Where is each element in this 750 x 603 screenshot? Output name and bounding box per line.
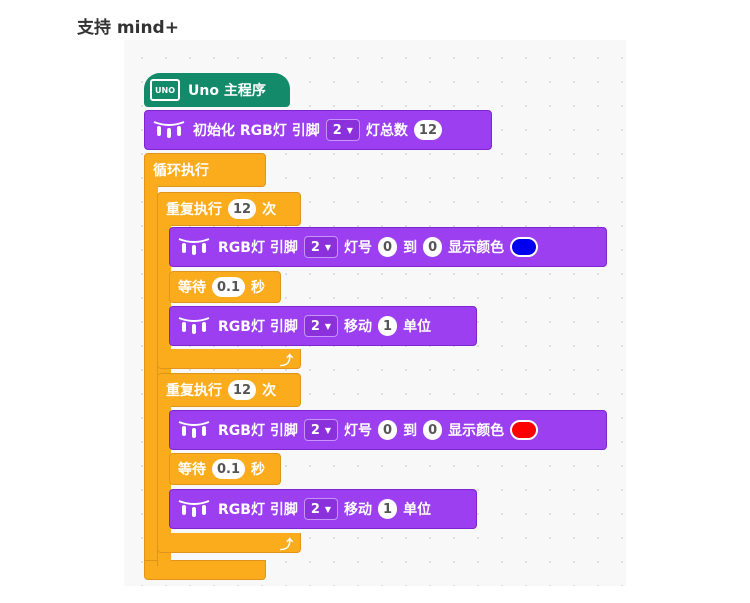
- chevron-down-icon: ▼: [324, 321, 332, 331]
- move-label: 移动: [344, 502, 373, 518]
- chevron-down-icon: ▼: [324, 425, 332, 435]
- color-picker-red[interactable]: [510, 420, 539, 440]
- init-label: 初始化 RGB灯 引脚: [193, 123, 320, 139]
- light-number-label: 灯号: [344, 240, 373, 256]
- units-label: 单位: [403, 319, 432, 335]
- pin-dropdown[interactable]: 2▼: [303, 419, 339, 441]
- from-input[interactable]: 0: [378, 420, 398, 440]
- rgb-init-block[interactable]: 初始化 RGB灯 引脚 2▼ 灯总数 12: [144, 110, 492, 150]
- rgb-pin-label: RGB灯 引脚: [218, 240, 298, 256]
- repeat-label: 重复执行: [166, 383, 222, 399]
- wait-block-1[interactable]: 等待 0.1 秒: [169, 271, 281, 303]
- repeat-times-input[interactable]: 12: [228, 380, 257, 400]
- color-picker-blue[interactable]: [510, 237, 539, 257]
- wait-label: 等待: [178, 462, 206, 478]
- light-count-input[interactable]: 12: [413, 120, 442, 140]
- page-title: 支持 mind+: [77, 18, 179, 38]
- units-input[interactable]: 1: [378, 499, 398, 519]
- rgb-pin-label: RGB灯 引脚: [218, 502, 298, 518]
- forever-loop-bottom: [144, 560, 266, 580]
- total-lights-label: 灯总数: [365, 123, 408, 139]
- forever-loop-arm: [144, 186, 158, 570]
- repeat-2-arm: [157, 406, 171, 566]
- seconds-label: 秒: [251, 462, 266, 478]
- to-label: 到: [403, 240, 418, 256]
- wait-label: 等待: [178, 280, 206, 296]
- chevron-down-icon: ▼: [346, 125, 353, 135]
- repeat-2-bottom: ⤴: [157, 533, 301, 553]
- wait-seconds-input[interactable]: 0.1: [212, 459, 246, 479]
- wait-seconds-input[interactable]: 0.1: [212, 277, 246, 297]
- pin-dropdown[interactable]: 2▼: [303, 236, 339, 258]
- block-workspace[interactable]: UNO Uno 主程序 初始化 RGB灯 引脚 2▼ 灯总数 12 循环执行 重…: [124, 40, 626, 586]
- rgb-pin-label: RGB灯 引脚: [218, 423, 298, 439]
- forever-loop-block[interactable]: 循环执行: [144, 153, 266, 187]
- move-label: 移动: [344, 319, 373, 335]
- light-number-label: 灯号: [344, 423, 373, 439]
- show-color-label: 显示颜色: [448, 423, 505, 439]
- rgb-set-color-block-1[interactable]: RGB灯 引脚 2▼ 灯号 0 到 0 显示颜色: [169, 227, 607, 267]
- repeat-1-bottom: ⤴: [157, 349, 301, 369]
- to-input[interactable]: 0: [423, 237, 443, 257]
- loop-arrow-icon: ⤴: [280, 354, 294, 369]
- repeat-1-arm: [157, 225, 171, 375]
- repeat-block-2[interactable]: 重复执行 12 次: [157, 373, 301, 407]
- rgb-shift-block-2[interactable]: RGB灯 引脚 2▼ 移动 1 单位: [169, 489, 477, 529]
- rgb-set-color-block-2[interactable]: RGB灯 引脚 2▼ 灯号 0 到 0 显示颜色: [169, 410, 607, 450]
- rgb-led-icon: [178, 235, 210, 259]
- uno-board-icon: UNO: [150, 79, 180, 101]
- loop-label: 循环执行: [153, 163, 209, 179]
- wait-block-2[interactable]: 等待 0.1 秒: [169, 453, 281, 485]
- rgb-led-icon: [178, 418, 210, 442]
- show-color-label: 显示颜色: [448, 240, 505, 256]
- seconds-label: 秒: [251, 280, 266, 296]
- pin-dropdown[interactable]: 2▼: [303, 498, 339, 520]
- times-label: 次: [262, 202, 277, 218]
- hat-label: Uno 主程序: [188, 83, 266, 99]
- to-label: 到: [403, 423, 418, 439]
- units-label: 单位: [403, 502, 432, 518]
- from-input[interactable]: 0: [378, 237, 398, 257]
- pin-dropdown[interactable]: 2▼: [325, 119, 360, 141]
- rgb-shift-block-1[interactable]: RGB灯 引脚 2▼ 移动 1 单位: [169, 306, 477, 346]
- chevron-down-icon: ▼: [324, 242, 332, 252]
- main-program-hat-block[interactable]: UNO Uno 主程序: [144, 73, 290, 107]
- rgb-pin-label: RGB灯 引脚: [218, 319, 298, 335]
- rgb-led-icon: [178, 314, 210, 338]
- chevron-down-icon: ▼: [324, 504, 332, 514]
- pin-dropdown[interactable]: 2▼: [303, 315, 339, 337]
- rgb-led-icon: [153, 118, 185, 142]
- repeat-times-input[interactable]: 12: [228, 199, 257, 219]
- repeat-block-1[interactable]: 重复执行 12 次: [157, 192, 301, 226]
- times-label: 次: [262, 383, 277, 399]
- repeat-label: 重复执行: [166, 202, 222, 218]
- units-input[interactable]: 1: [378, 316, 398, 336]
- to-input[interactable]: 0: [423, 420, 443, 440]
- loop-arrow-icon: ⤴: [280, 538, 294, 553]
- rgb-led-icon: [178, 497, 210, 521]
